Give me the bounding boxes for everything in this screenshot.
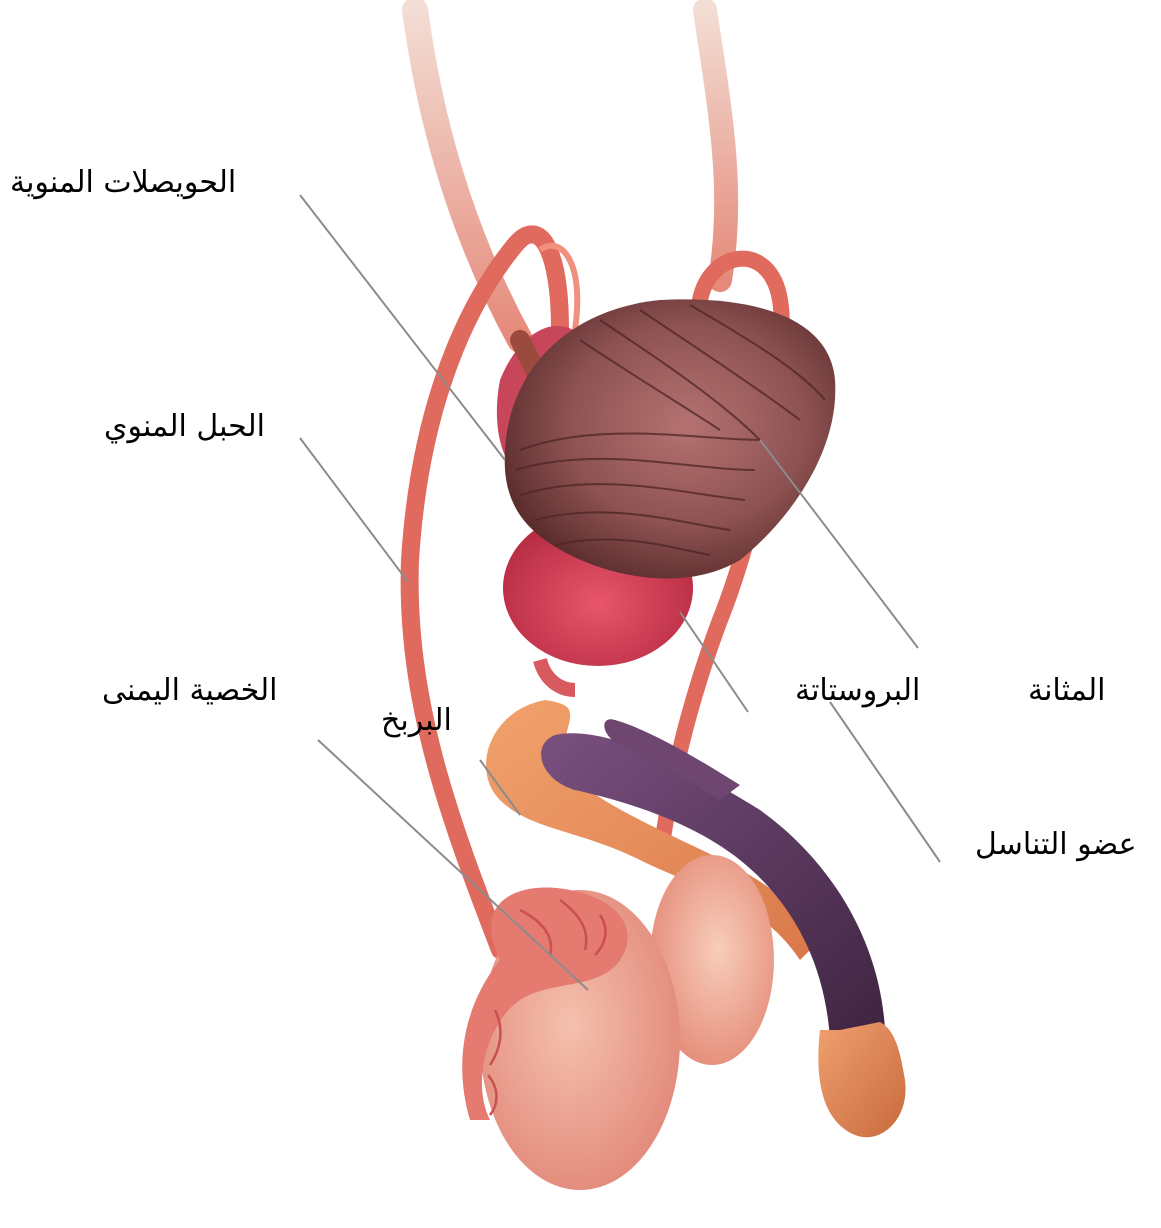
prostate-neck [540,660,575,690]
label-penis: عضو التناسل [975,830,1137,860]
glans [818,1022,905,1137]
leader-penis [830,702,940,862]
label-prostate: البروستاتة [795,676,920,706]
leader-cord [300,438,408,582]
label-spermatic-cord: الحبل المنوي [104,412,265,442]
leader-bladder [760,440,918,648]
right-ureter [705,10,726,280]
label-seminal-vesicles: الحويصلات المنوية [10,168,236,198]
label-right-testis: الخصية اليمنى [102,676,277,706]
label-epididymis: البربخ [381,706,452,736]
label-bladder: المثانة [1028,676,1105,706]
left-ureter [415,10,520,340]
